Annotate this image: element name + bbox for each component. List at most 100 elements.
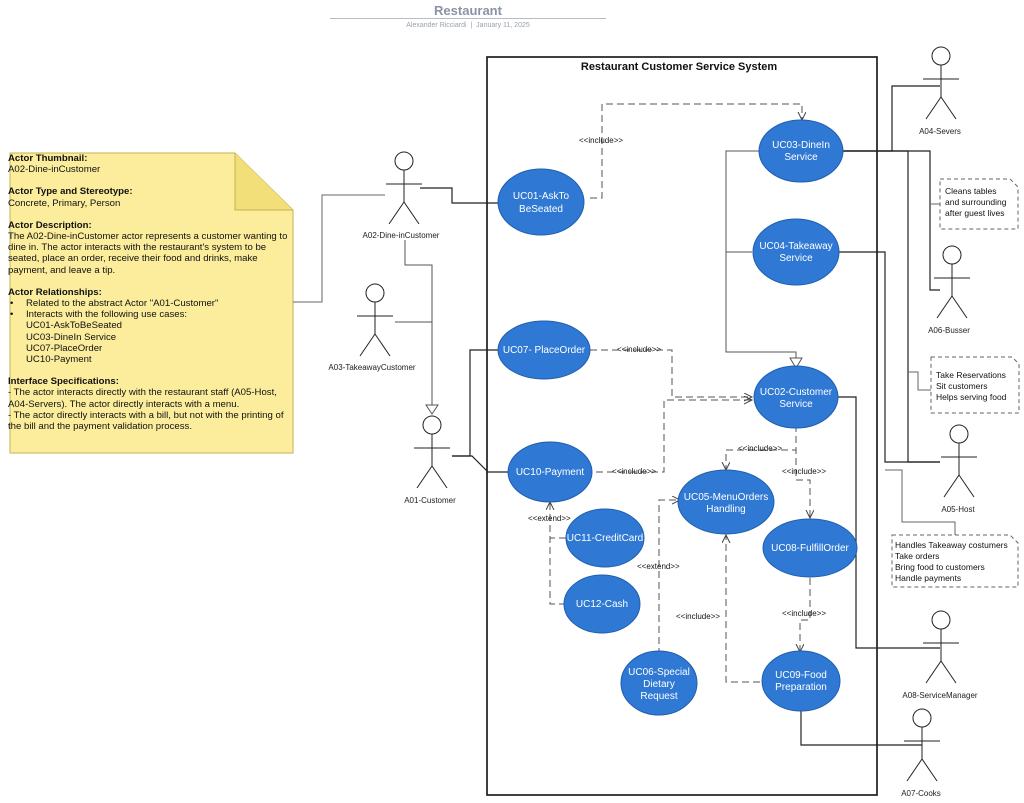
system-boundary bbox=[486, 56, 878, 796]
label-include-uc10-uc02: <<include>> bbox=[612, 467, 656, 476]
note-use-case-ref: UC01-AskToBeSeated bbox=[26, 320, 122, 332]
note-server-line1: Handles Takeaway costumers bbox=[895, 540, 1008, 550]
extend-uc12-uc10 bbox=[549, 538, 566, 605]
note-type-heading: Actor Type and Stereotype: bbox=[8, 186, 133, 198]
actor-a02-figure[interactable] bbox=[386, 151, 422, 225]
use-case-uc03[interactable] bbox=[758, 119, 844, 183]
note-relationships-heading: Actor Relationships: bbox=[8, 286, 102, 298]
actor-a07-label: A07-Cooks bbox=[901, 789, 941, 798]
assoc-uc04-a05 bbox=[838, 251, 940, 463]
actor-a06-label: A06-Busser bbox=[928, 326, 970, 335]
uc05-label-line2: Handling bbox=[706, 504, 745, 515]
uc09-label-line1: UC09-Food bbox=[775, 670, 827, 681]
note-interface-line: - The actor directly interacts with a bi… bbox=[8, 409, 284, 421]
actor-a05-label: A05-Host bbox=[941, 505, 975, 514]
note-connector bbox=[293, 194, 385, 303]
label-include-uc01-uc03: <<include>> bbox=[579, 136, 623, 145]
uc02-label-line1: UC02-Customer bbox=[760, 387, 833, 398]
use-case-uc02[interactable] bbox=[753, 365, 839, 429]
label-include-uc02-uc08: <<include>> bbox=[782, 467, 826, 476]
label-include-uc09-uc05: <<include>> bbox=[676, 612, 720, 621]
use-case-uc12[interactable] bbox=[563, 574, 641, 634]
actor-a04-figure[interactable] bbox=[923, 46, 959, 120]
note-busser bbox=[939, 178, 1019, 230]
gen-a03-a01 bbox=[395, 321, 433, 413]
uc04-label-line2: Service bbox=[779, 253, 813, 264]
uc11-label: UC11-CreditCard bbox=[567, 533, 644, 544]
gen-arrowhead-a01 bbox=[425, 404, 439, 415]
note-description-line: payment, and leave a tip. bbox=[8, 264, 116, 276]
assoc-a02-uc01 bbox=[420, 187, 499, 204]
use-case-uc01[interactable] bbox=[497, 168, 585, 236]
include-uc02-uc08 bbox=[795, 425, 810, 518]
assoc-a04-uc03 bbox=[842, 85, 940, 152]
actor-note-text: Actor Thumbnail: A02-Dine-inCustomer Act… bbox=[8, 153, 292, 453]
note-server-line4: Handle payments bbox=[895, 573, 961, 583]
uc05-label-line1: UC05-MenuOrders bbox=[684, 492, 768, 503]
title-divider bbox=[330, 18, 606, 19]
assoc-uc02-a08 bbox=[835, 396, 940, 649]
note-interface-line: the bill and the payment validation proc… bbox=[8, 421, 192, 433]
use-case-uc11[interactable] bbox=[565, 508, 645, 568]
assoc-a01-uc07 bbox=[452, 349, 498, 457]
use-case-uc06[interactable] bbox=[620, 650, 698, 716]
actor-a02-label: A02-Dine-inCustomer bbox=[363, 231, 440, 240]
page-title: Restaurant bbox=[434, 3, 502, 18]
use-case-uc05[interactable] bbox=[677, 469, 775, 535]
note-fold bbox=[234, 153, 293, 211]
separator: | bbox=[468, 22, 475, 29]
actor-a03-figure[interactable] bbox=[357, 283, 393, 357]
actor-a06-figure[interactable] bbox=[934, 245, 970, 319]
note-host-line2: Sit customers bbox=[936, 381, 988, 391]
assoc-uc03-a05 bbox=[842, 150, 940, 463]
uc02-label-line2: Service bbox=[779, 399, 813, 410]
uc04-label-line1: UC04-Takeaway bbox=[759, 241, 832, 252]
gen-a02-a01 bbox=[404, 240, 433, 413]
actor-a08-figure[interactable] bbox=[923, 610, 959, 684]
uc10-label: UC10-Payment bbox=[516, 467, 585, 478]
actor-a04-label: A04-Severs bbox=[919, 127, 961, 136]
note-host bbox=[930, 356, 1020, 414]
author: Alexander Ricciardi bbox=[406, 22, 467, 29]
include-uc07-uc02 bbox=[590, 349, 752, 397]
uc01-label-line2: BeSeated bbox=[519, 204, 563, 215]
use-case-uc09[interactable] bbox=[761, 650, 841, 712]
note-description-line: seated, place an order, receive their fo… bbox=[8, 253, 258, 265]
uc07-label: UC07- PlaceOrder bbox=[503, 345, 586, 356]
note-interface-line: - The actor interacts directly with the … bbox=[8, 387, 277, 399]
note-use-case-ref: UC07-PlaceOrder bbox=[26, 342, 103, 354]
note-thumbnail-heading: Actor Thumbnail: bbox=[8, 153, 88, 164]
gen-arrowhead-uc02 bbox=[789, 357, 803, 369]
label-extend-uc11-uc10: <<extend>> bbox=[528, 514, 571, 523]
gen-uc03-uc02 bbox=[725, 150, 797, 360]
actor-a03-label: A03-TakeawayCustomer bbox=[328, 363, 415, 372]
label-include-uc08-uc09: <<include>> bbox=[782, 609, 826, 618]
uc09-label-line2: Preparation bbox=[775, 682, 827, 693]
label-include-uc07-uc02: <<include>> bbox=[617, 345, 661, 354]
note-type-value: Concrete, Primary, Person bbox=[8, 197, 121, 209]
note-server-line3: Bring food to customers bbox=[895, 562, 985, 572]
note-relationship-bullet: Related to the abstract Actor "A01-Custo… bbox=[8, 298, 292, 309]
include-uc09-uc05 bbox=[726, 535, 760, 683]
note-relationship-bullet: Interacts with the following use cases: bbox=[8, 309, 292, 320]
use-case-uc04[interactable] bbox=[752, 218, 840, 286]
uc12-label: UC12-Cash bbox=[576, 599, 628, 610]
system-title: Restaurant Customer Service System bbox=[581, 61, 777, 73]
note-busser-line3: after guest lives bbox=[945, 208, 1005, 218]
note-use-case-ref: UC03-DineIn Service bbox=[26, 331, 117, 343]
note-description-line: The A02-Dine-inCustomer actor represents… bbox=[8, 231, 288, 243]
uc03-label-line2: Service bbox=[784, 152, 818, 163]
actor-a07-figure[interactable] bbox=[904, 708, 940, 782]
actor-a05-figure[interactable] bbox=[941, 424, 977, 498]
use-case-uc10[interactable] bbox=[507, 441, 593, 503]
note-host-line3: Helps serving food bbox=[936, 392, 1007, 402]
use-case-uc08[interactable] bbox=[762, 518, 858, 578]
assoc-uc03-a06 bbox=[842, 150, 940, 291]
note-host-line1: Take Reservations bbox=[936, 370, 1006, 380]
include-uc01-uc03 bbox=[590, 103, 802, 199]
note-thumbnail-value: A02-Dine-inCustomer bbox=[8, 164, 101, 176]
actor-a01-figure[interactable] bbox=[414, 415, 450, 489]
note-interface-heading: Interface Specifications: bbox=[8, 376, 119, 388]
uc08-label: UC08-FulfillOrder bbox=[771, 543, 849, 554]
use-case-uc07[interactable] bbox=[497, 320, 591, 380]
